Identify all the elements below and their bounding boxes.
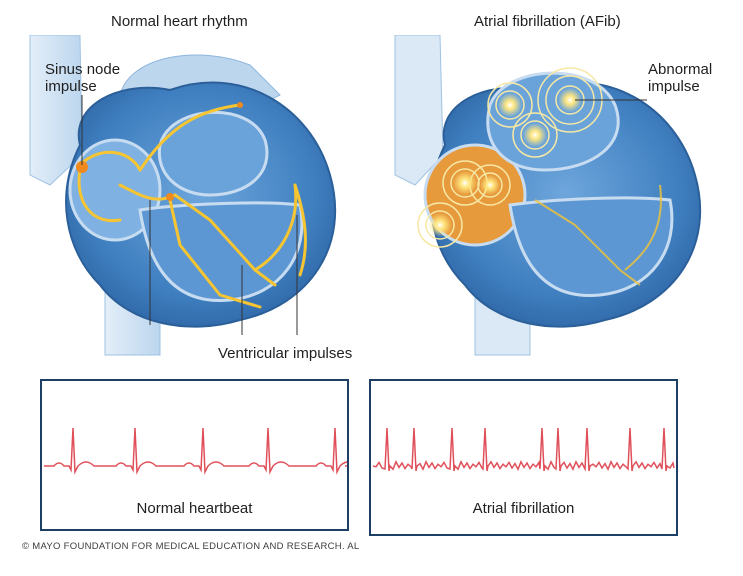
ecg-normal-box: Normal heartbeat (40, 379, 349, 531)
title-normal-rhythm: Normal heart rhythm (111, 13, 248, 30)
ecg-normal-caption: Normal heartbeat (42, 500, 347, 517)
ventricular-impulses-label: Ventricular impulses (218, 345, 352, 362)
abnormal-impulse-label-line2: impulse (648, 78, 700, 95)
ecg-afib-box: Atrial fibrillation (369, 379, 678, 536)
sinus-node-label-line2: impulse (45, 78, 97, 95)
left-atrium (159, 112, 267, 195)
ecg-normal-trace (42, 426, 347, 506)
ecg-afib-trace (371, 426, 676, 506)
title-atrial-fibrillation: Atrial fibrillation (AFib) (474, 13, 621, 30)
abnormal-impulse-label-line1: Abnormal (648, 61, 712, 78)
ecg-afib-caption: Atrial fibrillation (371, 500, 676, 517)
sinus-node-label-line1: Sinus node (45, 61, 120, 78)
copyright-notice: © MAYO FOUNDATION FOR MEDICAL EDUCATION … (22, 541, 360, 552)
